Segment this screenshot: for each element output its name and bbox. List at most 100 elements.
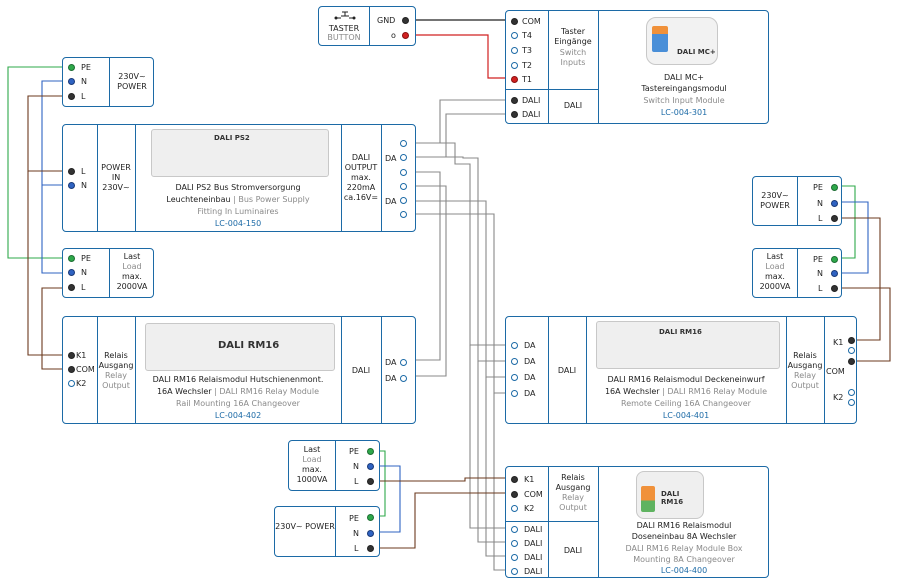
ceil-title3: Remote Ceiling 16A Changeover: [621, 399, 751, 408]
load-left-l3: max.: [122, 272, 142, 281]
box-k1: K1: [524, 475, 535, 484]
rail-k1: K1: [76, 351, 87, 360]
ceil-k2: K2: [833, 393, 844, 402]
dali-mc-box: COM T4 T3 T2 T1 DALI DALI Taster Eingäng…: [505, 10, 769, 124]
l-wires: [27, 95, 891, 549]
ps2-device-image: DALI PS2: [151, 129, 329, 177]
pow-top-pe: PE: [81, 63, 91, 72]
pow-right-label: 230V~ POWER: [760, 191, 790, 210]
box-dali-3: DALI: [524, 553, 543, 562]
ps2-title2: Leuchteneinbau | Bus Power Supply: [166, 195, 310, 204]
rail-title3: Rail Mounting 16A Changeover: [176, 399, 300, 408]
ceil-title: DALI RM16 Relaismodul Deckeneinwurf: [607, 375, 765, 384]
load-bottom-l3: max.: [302, 465, 322, 474]
ps2-da-1: DA: [385, 154, 397, 163]
dali-ps2-box: L N POWER IN 230V~ DALI PS2 DALI PS2 Bus…: [62, 124, 416, 232]
pow-top-l: L: [81, 92, 86, 101]
ps2-code: LC-004-150: [214, 219, 262, 228]
mc-term-com: COM: [522, 17, 541, 26]
o-terminal: [402, 32, 409, 39]
rail-title2: 16A Wechsler | DALI RM16 Relay Module: [156, 387, 320, 396]
mc-term-t3: T3: [522, 46, 532, 55]
load-bottom-l1: Last: [303, 445, 321, 454]
load-bottom-n: N: [353, 462, 359, 471]
load-left-pe: PE: [81, 254, 91, 263]
box-device-image: DALI RM16: [636, 471, 704, 519]
n-wires: [41, 80, 869, 533]
box-code: LC-004-400: [660, 566, 708, 575]
mc-dali-2: DALI: [522, 110, 541, 119]
box-output: Output: [559, 503, 587, 512]
ps2-power-in: POWER IN 230V~: [101, 163, 131, 192]
rail-k2: K2: [76, 379, 87, 388]
ceil-da-3: DA: [524, 373, 536, 382]
mc-inputs-en: Switch Inputs: [559, 48, 587, 67]
mc-code: LC-004-301: [660, 108, 708, 117]
box-dali-4: DALI: [524, 567, 543, 576]
box-ausgang: Ausgang: [555, 483, 591, 492]
rail-dali-label: DALI: [351, 366, 371, 375]
ceil-code: LC-004-401: [662, 411, 710, 420]
mc-title3: Switch Input Module: [643, 96, 725, 105]
load-right-l1: Last: [766, 252, 784, 261]
load-left-l: L: [81, 283, 86, 292]
mc-title: DALI MC+: [663, 73, 705, 82]
power-top-box: PE N L 230V~ POWER: [62, 57, 154, 107]
box-k2: K2: [524, 504, 535, 513]
load-right-l2: Load: [765, 262, 785, 271]
load-bottom-l4: 1000VA: [296, 475, 328, 484]
load-right-n: N: [817, 269, 823, 278]
mc-dali-1: DALI: [522, 96, 541, 105]
gnd-label: GND: [377, 16, 396, 25]
ceil-ausgang: Ausgang: [787, 361, 823, 370]
mc-dali-label: DALI: [563, 101, 583, 110]
box-relay: Relay: [562, 493, 584, 502]
taster-title: TASTER: [328, 24, 360, 33]
box-title2: Doseneinbau 8A Wechsler: [631, 532, 737, 541]
pow-right-l: L: [818, 214, 823, 223]
pow-bottom-pe: PE: [349, 514, 359, 523]
rail-da-2: DA: [385, 374, 397, 383]
box-title3: DALI RM16 Relay Module Box: [625, 544, 743, 553]
rm16-box-box: K1 COM K2 Relais Ausgang Relay Output DA…: [505, 466, 769, 578]
rail-da-1: DA: [385, 358, 397, 367]
rail-com: COM: [76, 365, 95, 374]
ceil-com: COM: [826, 367, 845, 376]
rail-title: DALI RM16 Relaismodul Hutschienenmont.: [152, 375, 324, 384]
pow-top-n: N: [81, 77, 87, 86]
ceil-da-4: DA: [524, 389, 536, 398]
ps2-term-l: L: [81, 167, 86, 176]
rm16-rail-box: K1 COM K2 Relais Ausgang Relay Output DA…: [62, 316, 416, 424]
ps2-title: DALI PS2 Bus Stromversorgung: [175, 183, 301, 192]
power-bottom-box: 230V~ POWER PE N L: [274, 506, 380, 557]
load-bottom-pe: PE: [349, 447, 359, 456]
ps2-title3: Fitting In Luminaires: [197, 207, 279, 216]
pow-right-pe: PE: [813, 183, 823, 192]
rail-ausgang: Ausgang: [98, 361, 134, 370]
pow-right-n: N: [817, 199, 823, 208]
load-bottom-l: L: [354, 477, 359, 486]
ceil-dali-label: DALI: [557, 366, 577, 375]
gnd-terminal: [402, 17, 409, 24]
load-right-l3: max.: [765, 272, 785, 281]
rail-relay: Relay: [105, 371, 127, 380]
box-dali-2: DALI: [524, 539, 543, 548]
ps2-output-label: DALI OUTPUT max. 220mA ca.16V=: [343, 153, 379, 202]
load-left-l4: 2000VA: [116, 282, 148, 291]
ceil-relay: Relay: [794, 371, 816, 380]
load-left-l2: Load: [122, 262, 142, 271]
mc-device-image: DALI MC+: [646, 17, 718, 65]
ceil-da-1: DA: [524, 341, 536, 350]
ceil-output: Output: [791, 381, 819, 390]
load-left-n: N: [81, 268, 87, 277]
box-dali-label: DALI: [563, 546, 583, 555]
rail-code: LC-004-402: [214, 411, 262, 420]
box-com: COM: [524, 490, 543, 499]
ceil-k1: K1: [833, 338, 844, 347]
ceil-relais: Relais: [793, 351, 817, 360]
load-left-box: PE N L Last Load max. 2000VA: [62, 248, 154, 298]
load-right-l: L: [818, 284, 823, 293]
mc-term-t2: T2: [522, 61, 532, 70]
rail-output: Output: [102, 381, 130, 390]
